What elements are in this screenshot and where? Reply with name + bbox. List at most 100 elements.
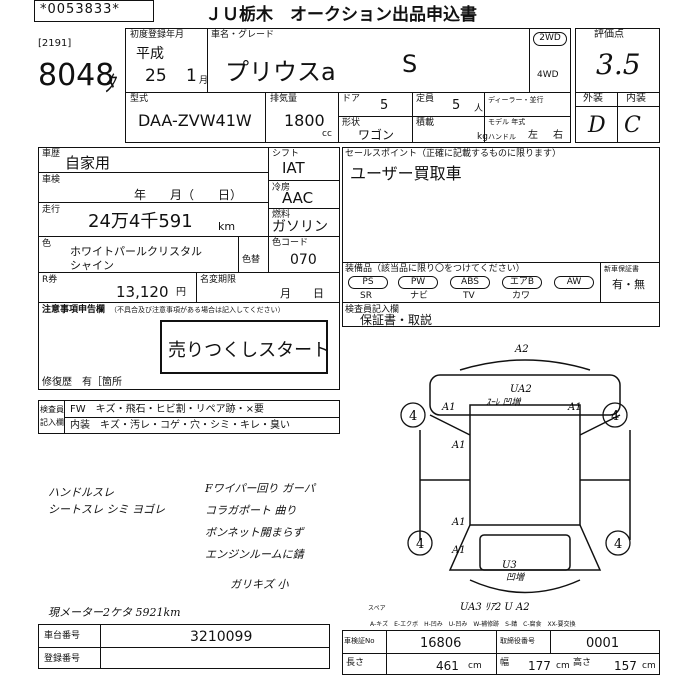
warranty-value: 有・無 [612, 278, 645, 291]
top-table [125, 28, 571, 143]
certificate-label: 車検証No [344, 637, 375, 645]
equipment-label: 装備品（該当品に限り〇をつけてください） [345, 264, 525, 274]
sales-point-value: ユーザー買取車 [350, 164, 462, 183]
drive-4wd: 4WD [537, 70, 559, 80]
shift-label: シフト [272, 149, 300, 159]
equip-navi: ナビ [410, 291, 429, 301]
recycle-unit: 円 [176, 287, 186, 298]
tyre-rl-value: 4 [416, 537, 424, 552]
reg-label: 初度登録年月 [130, 30, 185, 40]
serial-number: *0053833* [40, 2, 120, 17]
seats-unit: 人 [474, 104, 484, 114]
diagram-top-note: A2 [514, 344, 529, 355]
width-unit: cm [556, 661, 570, 671]
cc-value: 1800 [284, 111, 325, 130]
dealer-label: ディーラー・並行 [488, 96, 544, 104]
seats-value: 5 [452, 98, 461, 113]
entry-value: 0001 [586, 636, 620, 651]
car-name: プリウスa [225, 58, 336, 86]
aircon-value: AAC [282, 189, 314, 207]
drive-2wd: 2WD [533, 32, 567, 46]
length-label: 長さ [346, 658, 365, 668]
diagram-left-a1-1: A1 [441, 402, 456, 413]
color-code-label: 色コード [272, 238, 309, 248]
damage-legend: A-キズ E-エクボ H-凹み U-凹み W-補修跡 S-錆 C-腐食 XX-要… [370, 621, 576, 628]
exterior-grade: D [588, 113, 606, 138]
recycle-value: 13,120 [116, 283, 169, 301]
cc-unit: cc [322, 129, 332, 139]
certificate-value: 16806 [420, 636, 462, 651]
tyre-rr-value: 4 [614, 537, 622, 552]
load-label: 積載 [416, 118, 435, 128]
height-value: 157 [614, 659, 637, 673]
length-value: 461 [436, 659, 459, 673]
diagram-rear-note-1: U3 [502, 560, 517, 571]
mileage-label: 走行 [42, 205, 61, 215]
reg-year: 25 [145, 66, 167, 86]
tyre-fl-value: 4 [409, 409, 417, 424]
extra-label: 検査員記入欄 [345, 305, 400, 315]
tyre-fr-value: 4 [611, 409, 619, 424]
bottom-right-table [342, 630, 660, 675]
car-diagram: 4 4 4 4 A2 UA2 ｽｰﾚ 凹増 A1 A1 A1 A1 A1 U3 … [400, 344, 631, 613]
reg-number-label: 登録番号 [44, 654, 81, 664]
car-grade: S [402, 50, 418, 78]
car-name-label: 車名・グレード [211, 30, 275, 40]
grade-value: 3.5 [596, 48, 641, 81]
aircon-label: 冷房 [272, 183, 291, 193]
warranty-label: 新車保証書 [604, 265, 639, 273]
equip-airbag: エアB [502, 276, 542, 289]
load-unit: kg [477, 132, 488, 142]
sales-point-label: セールスポイント（正確に記載するものに限ります） [345, 149, 562, 159]
color-change-label: 色替 [242, 255, 261, 265]
body-value: ワゴン [358, 128, 395, 142]
width-value: 177 [528, 659, 551, 673]
notes-label: 注意事項申告欄 [42, 305, 106, 315]
usage-label: 車歴 [42, 149, 61, 159]
inspection-value: 年 月（ 日） [134, 188, 243, 202]
reg-era: 平成 [136, 46, 164, 62]
equip-sr: SR [360, 291, 372, 301]
length-unit: cm [468, 661, 482, 671]
color-label: 色 [42, 239, 52, 249]
equip-aw: AW [554, 276, 594, 289]
equip-leather: カワ [512, 291, 531, 301]
repair-value: 有［箇所 [82, 377, 122, 388]
diagram-roof-note-1: UA2 [510, 384, 532, 395]
height-unit: cm [642, 661, 656, 671]
diagram-bottom-note: UA3 ﾘｱ2 U A2 [460, 602, 530, 613]
grade-label: 評価点 [594, 29, 624, 40]
exterior-label: 外装 [583, 93, 603, 104]
notes-sub: （不具合及び注意事項がある場合は記入してください） [110, 306, 285, 314]
model-label: 型式 [130, 94, 149, 104]
handle-right: 右 [553, 130, 563, 141]
handwritten-right-1: Fワイパー回り ガーパ [205, 482, 315, 495]
bottom-left-table [38, 624, 330, 669]
tyre-rear-right [605, 530, 631, 556]
cc-label: 排気量 [270, 94, 298, 104]
handwritten-left-2: シートスレ シミ ヨゴレ [48, 503, 165, 516]
tyre-rear-left [407, 530, 433, 556]
entry-label: 取締役番号 [500, 637, 535, 645]
diagram-left-a1-2: A1 [451, 440, 466, 451]
handwritten-right-2: コラガポート 曲り [205, 504, 297, 517]
meigi-value: 月 日 [280, 287, 324, 300]
seats-label: 定員 [416, 94, 435, 104]
extra-value: 保証書・取説 [360, 313, 433, 327]
meigi-label: 名変期限 [200, 275, 237, 285]
inspector-label-1: 検査員 [40, 405, 64, 414]
diagram-right-a1-1: A1 [567, 402, 582, 413]
equip-pw: PW [398, 276, 438, 289]
reg-month-unit: 月 [199, 76, 209, 86]
model-value: DAA-ZVW41W [138, 111, 252, 130]
notes-stamp [160, 320, 328, 374]
tyre-front-right [602, 402, 628, 428]
tyre-front-left [400, 402, 426, 428]
equip-ps: PS [348, 276, 388, 289]
handwritten-right-5: ガリキズ 小 [230, 578, 289, 591]
form-title: ＪＵ栃木 オークション出品申込書 [205, 5, 477, 25]
mileage-value: 24万4千591 [88, 211, 193, 232]
info-table [38, 147, 340, 390]
sales-table [342, 147, 660, 327]
diagram-rear-note-2: 凹増 [506, 572, 525, 583]
